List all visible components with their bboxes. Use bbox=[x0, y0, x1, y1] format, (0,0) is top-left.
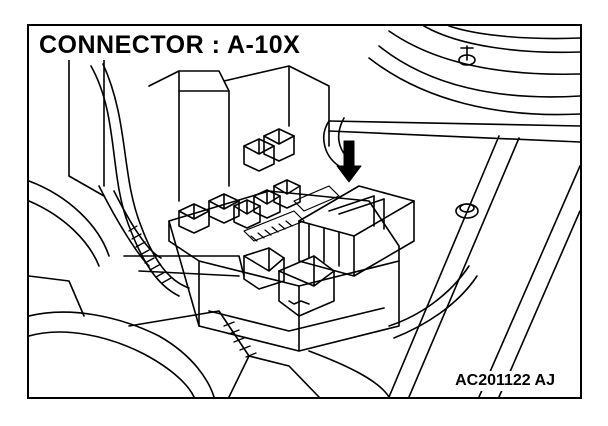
reservoir-block bbox=[68, 45, 330, 202]
fusible-link-block bbox=[298, 185, 415, 277]
figure-frame: CONNECTOR : A-10X AC201122 AJ bbox=[27, 24, 582, 399]
figure-code: AC201122 AJ bbox=[452, 371, 558, 391]
bracket-bolt bbox=[455, 203, 479, 219]
connector-arrow-icon bbox=[336, 140, 362, 183]
fuse-strip bbox=[243, 185, 340, 242]
bolt-icon bbox=[458, 45, 476, 66]
relay-cluster-left bbox=[178, 128, 295, 234]
lower-connectors bbox=[243, 247, 335, 317]
hoses-left bbox=[29, 63, 245, 397]
strut-tower bbox=[368, 26, 580, 116]
connector-title: CONNECTOR : A-10X bbox=[37, 30, 305, 60]
lower-parts bbox=[29, 275, 390, 397]
engine-bay-illustration bbox=[29, 26, 580, 397]
relay-box-housing bbox=[168, 190, 400, 352]
fender-edge bbox=[328, 120, 580, 397]
relay-cluster-middle bbox=[233, 179, 301, 229]
